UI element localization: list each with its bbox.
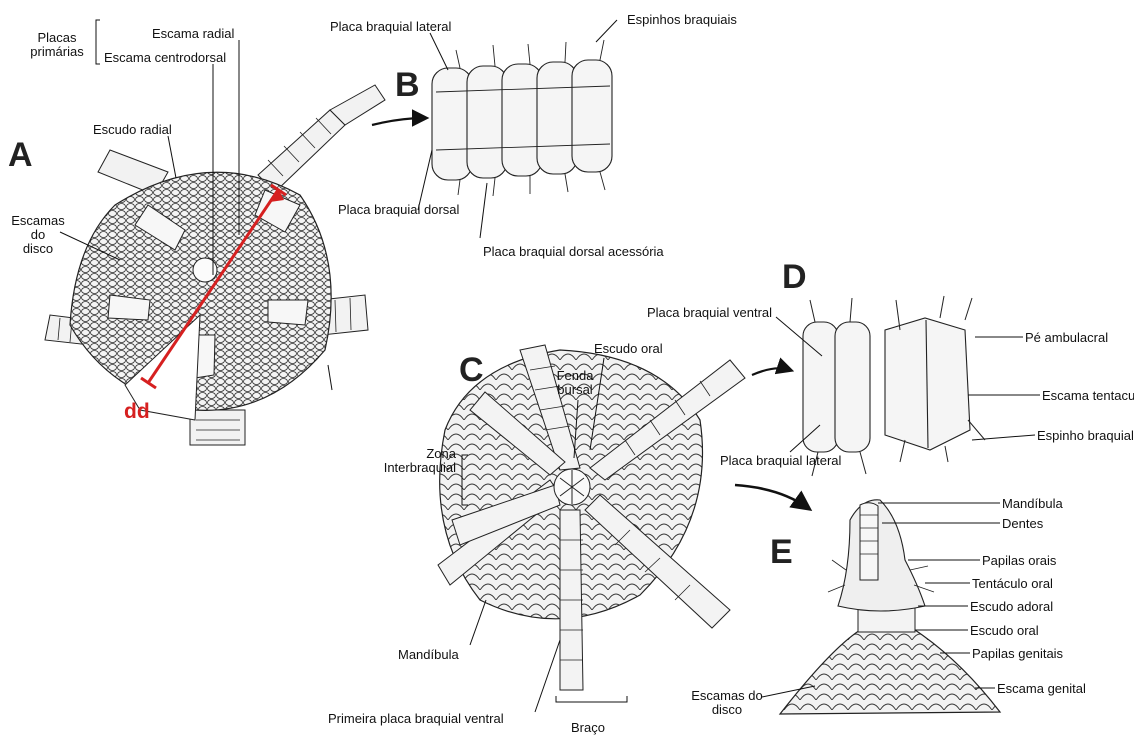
label-escudo-oral-e: Escudo oral [970,624,1039,638]
label-primeira-placa-braquial-ventral: Primeira placa braquial ventral [328,712,504,726]
panel-a-drawing [45,85,385,445]
panel-d-arm-segments [803,318,970,452]
label-escama-genital: Escama genital [997,682,1086,696]
label-escudo-radial: Escudo radial [93,123,172,137]
label-mandibula-c: Mandíbula [398,648,459,662]
panel-label-a: A [8,136,33,175]
panel-label-e: E [770,533,793,572]
label-escama-tentacular: Escama tentacular [1042,389,1134,403]
panel-label-b: B [395,66,420,105]
label-espinhos-braquiais: Espinhos braquiais [627,13,737,27]
label-braco: Braço [571,721,605,735]
panel-b-arm-segment [432,60,612,180]
label-pe-ambulacral: Pé ambulacral [1025,331,1108,345]
label-papilas-orais: Papilas orais [982,554,1056,568]
label-escudo-adoral: Escudo adoral [970,600,1053,614]
label-placa-braquial-dorsal-acessoria: Placa braquial dorsal acessória [483,245,664,259]
label-mandibula-e: Mandíbula [1002,497,1063,511]
label-placa-braquial-ventral: Placa braquial ventral [647,306,772,320]
label-escudo-oral-c: Escudo oral [594,342,663,356]
label-dentes: Dentes [1002,517,1043,531]
measure-label: dd [124,400,150,424]
label-papilas-genitais: Papilas genitais [972,647,1063,661]
label-espinho-braquial: Espinho braquial [1037,429,1134,443]
label-escama-radial: Escama radial [152,27,234,41]
panel-label-d: D [782,258,807,297]
label-tentaculo-oral: Tentáculo oral [972,577,1053,591]
label-placa-braquial-lateral-d: Placa braquial lateral [720,454,841,468]
panel-e-jaw [780,500,1000,714]
label-placa-braquial-lateral-b: Placa braquial lateral [330,20,451,34]
label-escama-centrodorsal: Escama centrodorsal [104,51,226,65]
label-placa-braquial-dorsal: Placa braquial dorsal [338,203,459,217]
panel-label-c: C [459,351,484,390]
